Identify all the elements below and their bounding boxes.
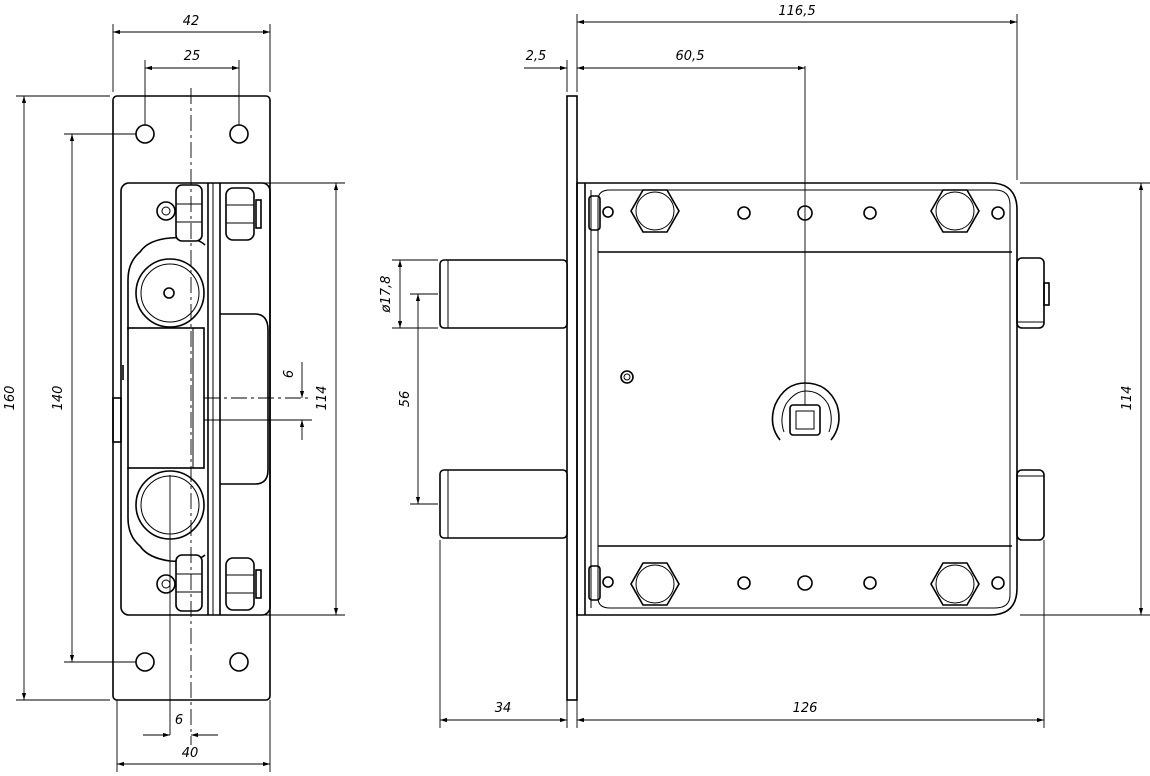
dim-40: 40 [182, 746, 199, 761]
dim-56: 56 [398, 391, 413, 408]
side-view [439, 66, 1050, 701]
front-view-dimensions: 42 25 160 140 114 6 6 40 [3, 14, 345, 772]
dim-114-left: 114 [315, 386, 330, 411]
dim-6-right: 6 [282, 370, 297, 378]
dim-116-5: 116,5 [778, 4, 815, 19]
dim-140: 140 [51, 386, 66, 411]
key-square [789, 404, 821, 436]
dim-dia-17-8: ø17,8 [379, 276, 394, 314]
face-plate-side [566, 95, 578, 701]
mounting-hole [135, 652, 155, 672]
dim-114-right: 114 [1120, 386, 1135, 411]
dim-34: 34 [495, 701, 512, 716]
dim-2-5: 2,5 [526, 49, 547, 64]
mounting-hole [229, 652, 249, 672]
lock-case [576, 182, 1018, 616]
bolt-upper [439, 259, 568, 329]
dim-126: 126 [793, 701, 818, 716]
dim-6-bottom: 6 [175, 713, 183, 728]
bolt-end [135, 258, 205, 328]
dim-160: 160 [3, 386, 18, 411]
dim-42: 42 [183, 14, 200, 29]
mounting-hole [135, 124, 155, 144]
side-view-dimensions: 116,5 2,5 60,5 ø17,8 56 114 34 126 [379, 4, 1150, 728]
bolt-lower [439, 469, 568, 539]
mounting-hole [229, 124, 249, 144]
front-view [112, 88, 312, 745]
dim-60-5: 60,5 [676, 49, 705, 64]
dim-25: 25 [184, 49, 201, 64]
